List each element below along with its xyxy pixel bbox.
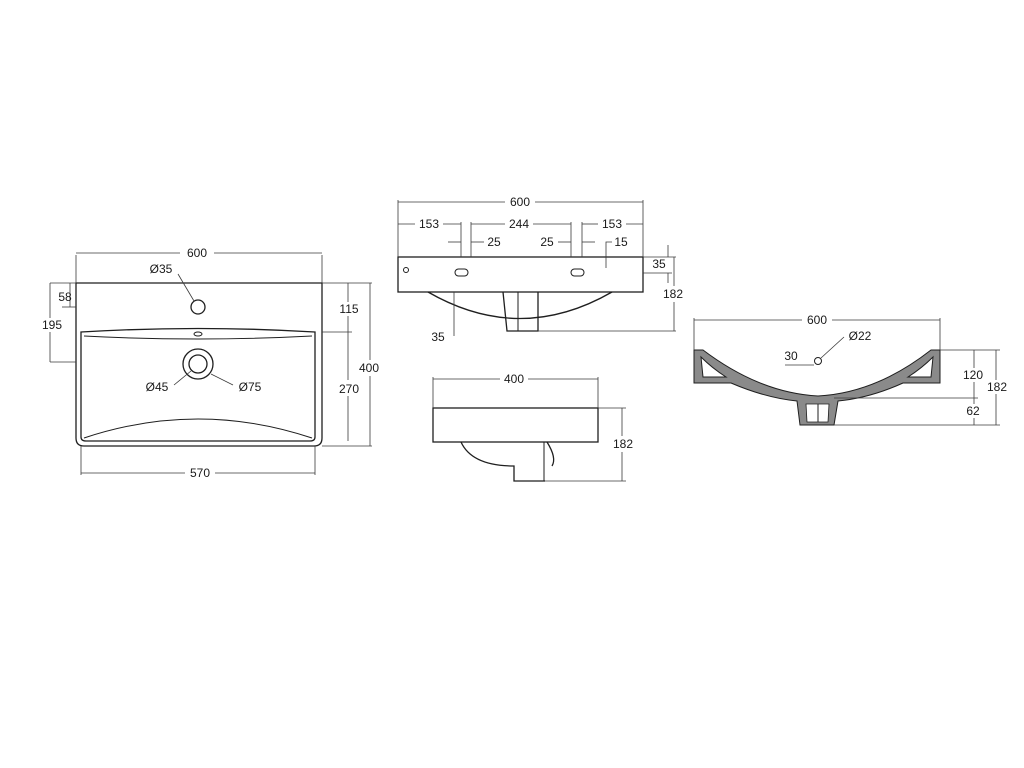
section-overflow-icon — [814, 357, 822, 365]
dim-front-seg-right: 153 — [602, 217, 622, 231]
dim-overflow-hole: Ø22 — [849, 329, 872, 343]
front-view-bowl — [427, 291, 613, 320]
dim-front-bottom: 35 — [431, 330, 445, 344]
waste-inner-icon — [188, 354, 208, 374]
top-view-bowl — [80, 327, 316, 442]
side-view-rim — [432, 407, 599, 443]
dim-front-seg-left: 153 — [419, 217, 439, 231]
top-view: 600 Ø35 58 195 115 270 400 Ø45 Ø75 — [42, 246, 379, 480]
dim-waste-offset: 195 — [42, 318, 62, 332]
dim-waste-inner: Ø45 — [146, 380, 169, 394]
dim-top-depth: 400 — [359, 361, 379, 375]
dim-side-width: 400 — [504, 372, 524, 386]
dim-front-width: 600 — [510, 195, 530, 209]
dim-bowl-depth: 270 — [339, 382, 359, 396]
side-view-bowl — [460, 441, 545, 482]
dim-slot-left: 25 — [487, 235, 501, 249]
waste-outer-icon — [182, 348, 214, 380]
slot-left-icon — [454, 268, 469, 277]
front-view-waste — [502, 291, 539, 332]
dim-section-height: 182 — [987, 380, 1007, 394]
dim-tap-offset: 58 — [58, 290, 72, 304]
front-view-rim — [397, 256, 644, 293]
dim-top-width: 600 — [187, 246, 207, 260]
front-view: 600 153 244 153 25 25 15 35 182 — [397, 195, 683, 344]
dim-side-height: 182 — [613, 437, 633, 451]
top-view-bowl-front-curve — [83, 418, 313, 439]
dim-section-waste-height: 62 — [966, 404, 980, 418]
dim-overflow-offset: 30 — [784, 349, 798, 363]
top-view-bowl-inner-edge — [83, 335, 313, 340]
dim-slot-right: 25 — [540, 235, 554, 249]
dim-section-width: 600 — [807, 313, 827, 327]
dim-front-seg-mid: 244 — [509, 217, 529, 231]
dim-slot-height: 15 — [614, 235, 628, 249]
section-view: 600 Ø22 30 120 62 182 — [693, 313, 1007, 426]
dim-front-height: 182 — [663, 287, 683, 301]
dim-bowl-start: 115 — [339, 302, 358, 316]
top-view-outline — [75, 282, 323, 447]
overflow-slot-icon — [193, 331, 203, 337]
overflow-hole-icon — [403, 267, 409, 273]
tap-hole-icon — [190, 299, 206, 315]
dim-section-bowl-height: 120 — [963, 368, 983, 382]
dim-tap-hole: Ø35 — [150, 262, 173, 276]
dim-rim-height: 35 — [652, 257, 666, 271]
slot-right-icon — [570, 268, 585, 277]
dim-waste-outer: Ø75 — [239, 380, 262, 394]
dim-bowl-width: 570 — [190, 466, 210, 480]
side-view: 400 182 — [432, 372, 633, 482]
